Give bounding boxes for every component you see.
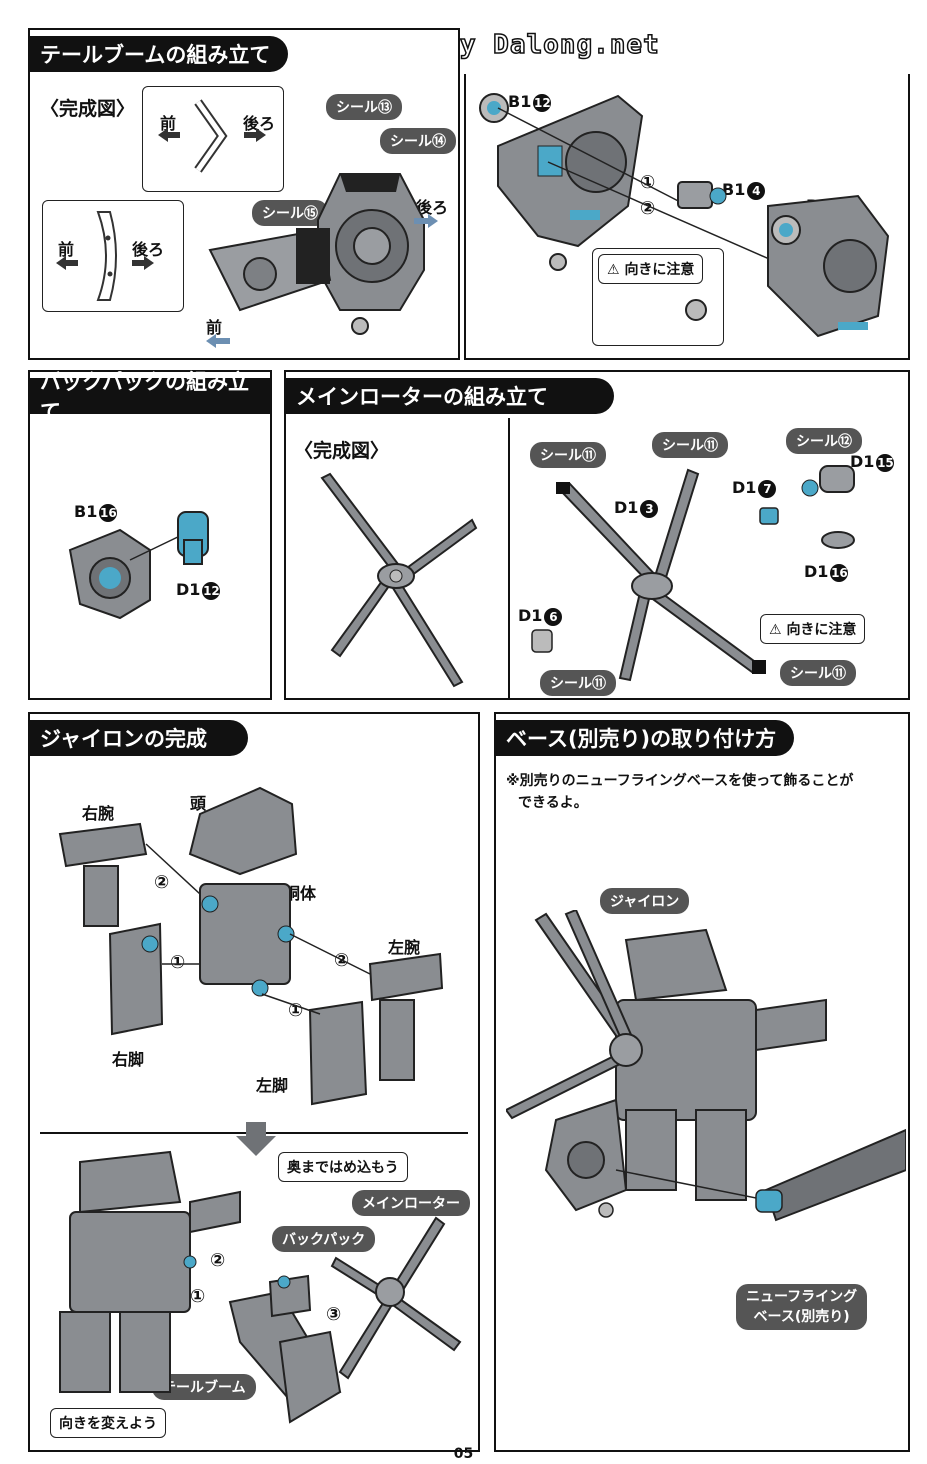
seal-11-label-2: シール⑪: [652, 432, 728, 458]
backpack-label: バックパック: [272, 1226, 376, 1252]
gyrion-step-1b: ①: [288, 1000, 304, 1021]
main-rotor-divider: [508, 418, 510, 698]
part-number-badge: 12: [533, 94, 552, 112]
curved-plate-icon: [96, 211, 117, 301]
seal-11-label-3: シール⑪: [780, 660, 856, 686]
flying-base-label-line-2: ベース(別売り): [753, 1309, 850, 1325]
boomerang-shape-icon: [194, 99, 228, 173]
caution-text: 向きに注意: [624, 262, 695, 278]
part-number-badge: 16: [99, 504, 118, 522]
backpack-title: バックパックの組み立て: [40, 370, 249, 424]
back-label-1: 後ろ: [243, 114, 276, 133]
flying-base-label: ニューフライング ベース(別売り): [736, 1284, 868, 1330]
main-rotor-assembly-drawing: [531, 465, 855, 682]
right-leg-label: 右脚: [112, 1050, 145, 1069]
arrow-left-icon: [158, 128, 180, 142]
flying-base-label-line-1: ニューフライング: [746, 1289, 858, 1305]
push-in-callout: 奥まではめ込もう: [278, 1152, 408, 1182]
part-number-badge: 12: [202, 582, 221, 600]
left-arm-label: 左腕: [388, 938, 421, 957]
tail-boom-label: テールブーム: [152, 1374, 256, 1400]
gyrion-step-2c: ②: [210, 1250, 226, 1271]
part-number-badge: 7: [758, 480, 777, 498]
arrow-right-icon: [132, 256, 154, 270]
tail-boom-assembly-drawing: [479, 93, 890, 338]
seal-15-label: シール⑮: [252, 200, 328, 226]
gyrion-step-2a: ②: [154, 872, 170, 893]
gyrion-label: ジャイロン: [600, 888, 690, 914]
tail-boom-title: テールブームの組み立て: [40, 43, 271, 67]
seal-11-label-1: シール⑪: [530, 442, 606, 468]
front-label-1: 前: [160, 114, 177, 133]
back-label-2: 後ろ: [132, 240, 165, 259]
caution-box: ⚠ 向きに注意: [598, 254, 704, 284]
seal-11-label-4: シール⑪: [540, 670, 616, 696]
caution-text: 向きに注意: [786, 622, 857, 638]
part-number-badge: 4: [747, 182, 766, 200]
seal-14-label: シール⑭: [380, 128, 456, 154]
gyrion-step-1c: ①: [190, 1286, 206, 1307]
tail-boom-completed-drawing: [208, 173, 430, 335]
right-arm-label: 右腕: [82, 804, 115, 823]
main-rotor-completed-drawing: [320, 472, 478, 688]
rotor-caution-box: ⚠ 向きに注意: [760, 614, 866, 644]
gyrion-header: ジャイロンの完成: [28, 720, 248, 756]
part-number-badge: 3: [640, 500, 659, 518]
base-note-line-2: できるよ。: [518, 795, 588, 811]
main-rotor-title: メインローターの組み立て: [296, 385, 548, 409]
base-header: ベース(別売り)の取り付け方: [494, 720, 794, 756]
part-number-badge: 16: [830, 564, 849, 582]
arrow-front-blue-icon: [206, 334, 230, 348]
seal-13-label: シール⑬: [326, 94, 402, 120]
gyrion-on-base-drawing: [506, 910, 906, 1222]
direction-box-2: [42, 200, 184, 312]
arrow-right-icon: [244, 128, 266, 142]
backpack-panel: [28, 370, 272, 700]
warning-icon: ⚠: [769, 622, 782, 638]
gyrion-final-assembly-drawing: [59, 1150, 462, 1424]
seal-12-label: シール⑫: [786, 428, 862, 454]
base-note-line-1: ※別売りのニューフライングベースを使って飾ることが: [506, 773, 854, 789]
left-leg-label: 左脚: [256, 1076, 289, 1095]
tail-boom-header: テールブームの組み立て: [28, 36, 288, 72]
backpack-assembly-drawing: [68, 511, 209, 620]
gyrion-title: ジャイロンの完成: [40, 727, 207, 751]
gyrion-step-1a: ①: [170, 952, 186, 973]
backpack-header: バックパックの組み立て: [28, 370, 272, 424]
arrow-back-blue-icon: [414, 214, 438, 228]
change-direction-callout: 向きを変えよう: [50, 1408, 166, 1438]
down-arrow-icon: [236, 1122, 276, 1156]
gyrion-parts-drawing: [58, 786, 444, 1106]
arrow-left-icon: [56, 256, 78, 270]
back-label-3: 後ろ: [416, 198, 449, 217]
front-label-3: 前: [206, 318, 223, 337]
tail-boom-completed-label: 〈完成図〉: [40, 98, 136, 120]
main-rotor-label: メインローター: [352, 1190, 470, 1216]
main-rotor-completed-label: 〈完成図〉: [294, 440, 390, 462]
part-number-badge: 15: [876, 454, 895, 472]
gyrion-step-3: ③: [326, 1304, 342, 1325]
part-number-badge: 6: [544, 608, 563, 626]
front-label-2: 前: [58, 240, 75, 259]
main-rotor-panel: [284, 370, 910, 700]
caution-detail-box: [592, 248, 724, 346]
warning-icon: ⚠: [607, 262, 620, 278]
page-number: 05: [453, 1446, 474, 1462]
main-rotor-header: メインローターの組み立て: [284, 378, 614, 414]
head-label: 頭: [190, 794, 207, 813]
direction-box-1: [142, 86, 284, 192]
base-title: ベース(別売り)の取り付け方: [506, 727, 777, 751]
torso-label: 胴体: [284, 884, 317, 903]
